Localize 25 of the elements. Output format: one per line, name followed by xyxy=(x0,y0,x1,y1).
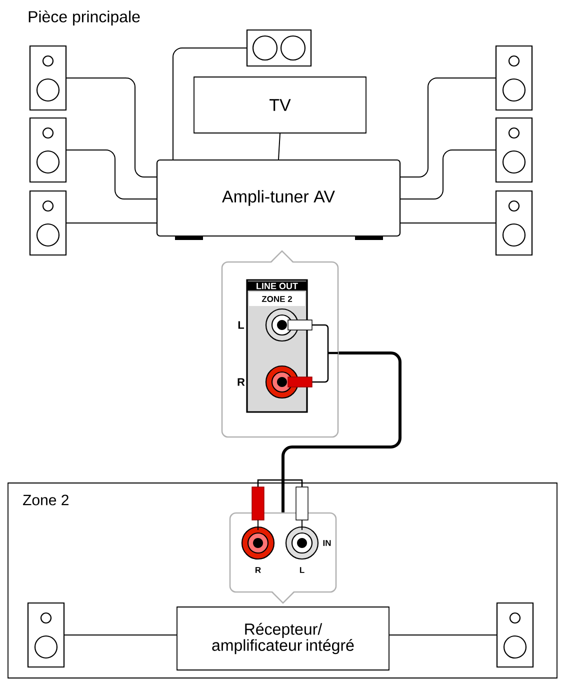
cable xyxy=(282,352,402,512)
cable xyxy=(64,634,178,636)
speaker-drawing xyxy=(246,29,312,67)
cable xyxy=(400,78,496,178)
cable xyxy=(66,222,157,224)
cable xyxy=(66,78,157,178)
zone-title: Zone 2 xyxy=(23,494,68,506)
receiver-box: Récepteur/ amplificateur intégré xyxy=(176,606,390,670)
speaker-drawing xyxy=(496,602,534,668)
speaker-drawing xyxy=(495,45,533,111)
speaker-drawing xyxy=(27,602,65,668)
receiver-box: Ampli-tuner AV xyxy=(156,159,401,240)
cable xyxy=(66,150,157,200)
speaker-drawing xyxy=(29,117,67,183)
speaker-drawing xyxy=(495,190,533,256)
tv-box: TV xyxy=(194,76,366,134)
cable xyxy=(400,150,496,200)
cable xyxy=(172,48,247,160)
speaker-drawing xyxy=(29,190,67,256)
section-title: Pièce principale xyxy=(28,10,140,26)
cable xyxy=(388,634,497,636)
cable xyxy=(278,132,280,160)
speaker-drawing xyxy=(495,117,533,183)
cable xyxy=(400,222,496,224)
speaker-drawing xyxy=(29,45,67,111)
